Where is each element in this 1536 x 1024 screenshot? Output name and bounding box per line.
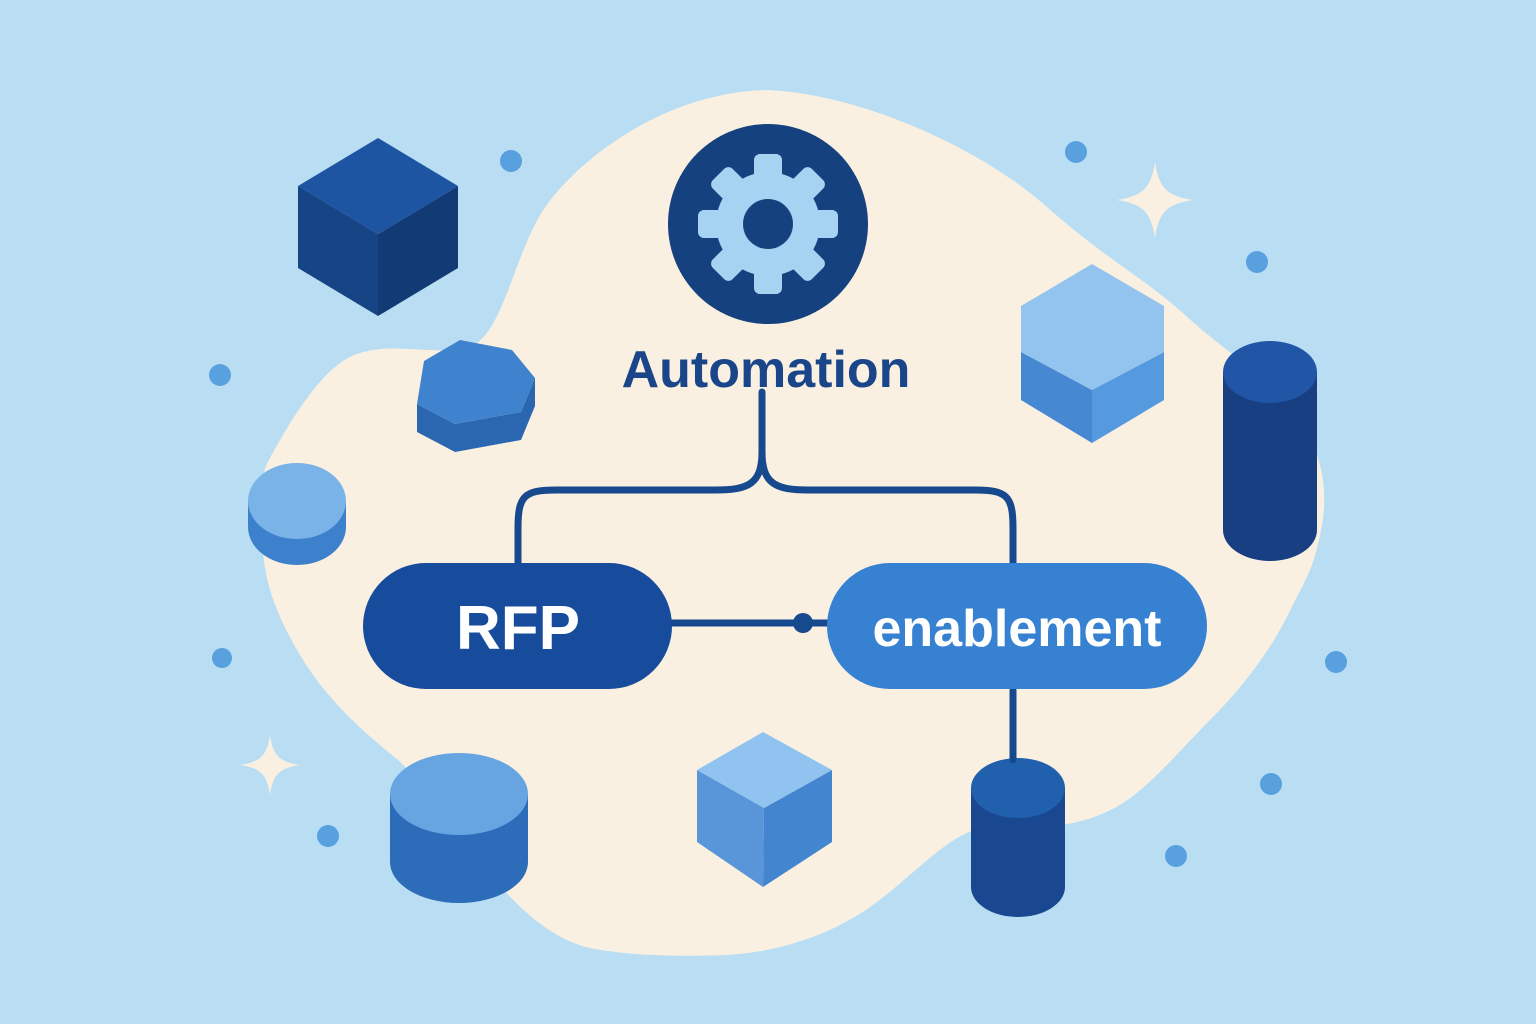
rfp-node: RFP: [363, 563, 672, 689]
dark-cube: [298, 138, 458, 316]
dot: [212, 648, 232, 668]
small-cylinder: [971, 758, 1065, 917]
dot: [209, 364, 231, 386]
squat-cylinder: [390, 753, 528, 903]
dots: [209, 141, 1347, 867]
sparkle-icon: [240, 735, 300, 795]
dot: [1260, 773, 1282, 795]
dot: [500, 150, 522, 172]
light-hexagon: [1021, 264, 1164, 443]
dot: [317, 825, 339, 847]
enablement-label: enablement: [873, 600, 1162, 658]
automation-label: Automation: [622, 341, 911, 399]
sparkle-icon: [1117, 162, 1193, 238]
tall-cylinder: [1223, 341, 1317, 561]
sparkles: [240, 162, 1193, 795]
enablement-node: enablement: [827, 563, 1207, 689]
light-cube: [697, 732, 832, 887]
gear-hole: [743, 199, 793, 249]
dot: [1325, 651, 1347, 673]
enablement-pill: [827, 563, 1207, 689]
rfp-pill: [363, 563, 672, 689]
rfp-label: RFP: [456, 594, 580, 663]
dot: [1065, 141, 1087, 163]
disc: [248, 463, 346, 565]
connector-left-branch: [514, 448, 766, 571]
heptagon: [417, 340, 535, 452]
dot: [1165, 845, 1187, 867]
connector-right-branch: [758, 448, 1017, 571]
connector-node-dot: [793, 613, 813, 633]
dot: [1246, 251, 1268, 273]
gear-icon: [698, 154, 838, 294]
automation-badge: [668, 124, 868, 324]
